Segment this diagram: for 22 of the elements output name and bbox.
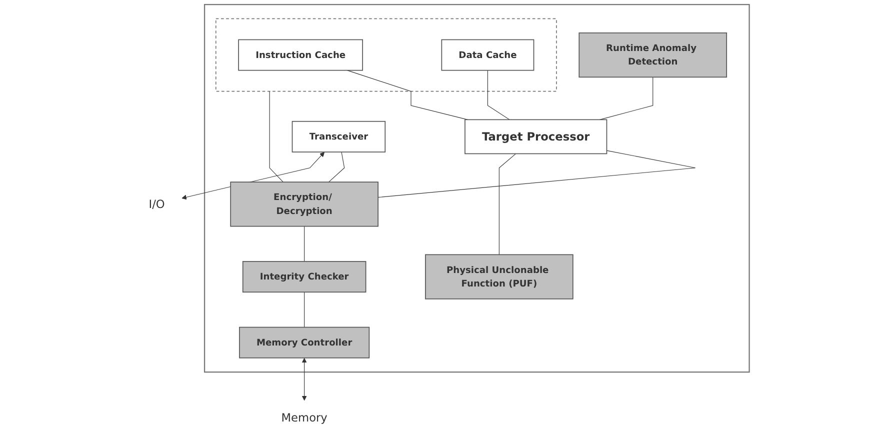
node-box: Runtime Anomaly Detection: [578, 32, 728, 78]
cluster: [204, 4, 750, 373]
node-box: Memory Controller: [239, 326, 370, 358]
connector: [346, 70, 468, 120]
cluster: [215, 18, 557, 92]
connector: [304, 292, 305, 328]
node-box: Data Cache: [441, 39, 534, 71]
connector: [599, 76, 654, 120]
node-text: I/O: [148, 197, 165, 211]
node-box: Transceiver: [292, 120, 386, 152]
node-box: Physical Unclonable Function (PUF): [425, 254, 574, 300]
arrow: [302, 358, 307, 401]
node-box: Instruction Cache: [238, 39, 363, 71]
node-box: Integrity Checker: [242, 261, 366, 293]
connector: [378, 150, 696, 198]
node-text: Memory: [281, 410, 328, 424]
connector: [487, 70, 510, 120]
node-box: Target Processor: [464, 119, 608, 154]
connector: [269, 91, 284, 182]
connector: [498, 153, 516, 255]
connector: [304, 226, 305, 262]
node-box: Encryption/ Decryption: [230, 182, 378, 227]
